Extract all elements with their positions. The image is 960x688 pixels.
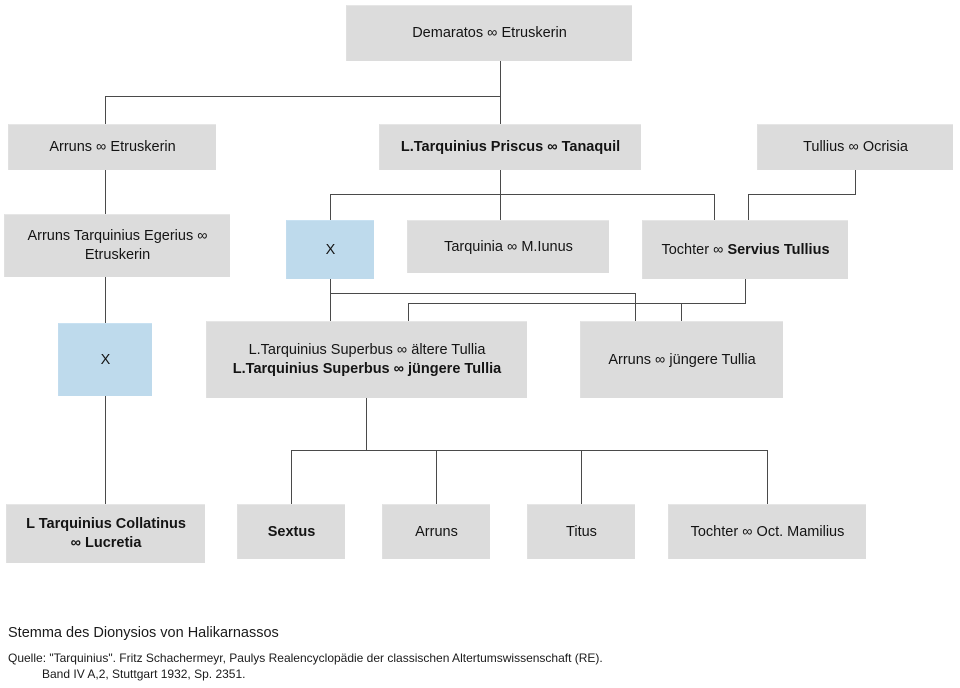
connector-demaratos-down bbox=[500, 61, 501, 96]
connector-to-tochter-servius bbox=[714, 194, 715, 220]
connector-to-priscus bbox=[500, 96, 501, 124]
connector-superbus-down bbox=[366, 398, 367, 450]
node-demaratos[interactable]: Demaratos ∞ Etruskerin bbox=[346, 5, 632, 61]
node-tullius-ocrisia-line-1: Tullius ∞ Ocrisia bbox=[803, 139, 908, 155]
connector-gen4-bus bbox=[291, 450, 768, 451]
node-priscus-tanaquil[interactable]: L.Tarquinius Priscus ∞ Tanaquil bbox=[379, 124, 641, 170]
node-sextus[interactable]: Sextus bbox=[237, 504, 345, 559]
node-arruns-tarquinius-egerius[interactable]: Arruns Tarquinius Egerius ∞ Etruskerin bbox=[4, 214, 230, 277]
connector-x-priscus-down bbox=[330, 279, 331, 294]
connector-tullius-across bbox=[748, 194, 856, 195]
connector-to-titus bbox=[581, 450, 582, 504]
connector-priscus-down bbox=[500, 170, 501, 194]
node-collatinus-lucretia[interactable]: L Tarquinius Collatinus ∞ Lucretia bbox=[6, 504, 205, 563]
connector-gen3-bus-lower bbox=[408, 303, 746, 304]
node-tochter-mamilius-line-1: Tochter ∞ Oct. Mamilius bbox=[690, 523, 845, 540]
node-priscus-tanaquil-line-1: L.Tarquinius Priscus ∞ Tanaquil bbox=[400, 139, 621, 155]
node-superbus-tullia-text: L.Tarquinius Superbus ∞ ältere Tullia L.… bbox=[207, 341, 527, 379]
node-collatinus-lucretia-line-1: L Tarquinius Collatinus bbox=[26, 516, 186, 532]
node-tochter-servius-text: Tochter ∞ Servius Tullius bbox=[643, 241, 848, 260]
node-tullius-ocrisia[interactable]: Tullius ∞ Ocrisia bbox=[757, 124, 953, 170]
connector-to-x-priscus-child bbox=[330, 194, 331, 220]
node-demaratos-line-1: Demaratos ∞ Etruskerin bbox=[412, 25, 567, 41]
node-superbus-tullia-line-1: L.Tarquinius Superbus ∞ ältere Tullia bbox=[248, 342, 486, 358]
connector-lower-bus-to-superbus bbox=[408, 303, 409, 321]
connector-gen3-bus-upper bbox=[330, 293, 636, 294]
node-x-egerius-child[interactable]: X bbox=[58, 323, 152, 396]
node-x-egerius-child-label: X bbox=[100, 351, 111, 368]
node-titus[interactable]: Titus bbox=[527, 504, 635, 559]
node-arruns-juengere-tullia-line-1: Arruns ∞ jüngere Tullia bbox=[608, 351, 756, 368]
node-tochter-servius-prefix: Tochter ∞ bbox=[661, 241, 728, 258]
node-arruns-juengere-tullia[interactable]: Arruns ∞ jüngere Tullia bbox=[580, 321, 783, 398]
connector-to-arruns-etruskerin bbox=[105, 96, 106, 124]
node-demaratos-text: Demaratos ∞ Etruskerin bbox=[347, 24, 632, 43]
caption-title-text: Stemma des Dionysios von Halikarnassos bbox=[8, 625, 279, 641]
connector-tochter-down bbox=[745, 279, 746, 303]
connector-to-tochter-mamilius bbox=[767, 450, 768, 504]
node-arruns-tarquinius-egerius-text: Arruns Tarquinius Egerius ∞ Etruskerin bbox=[5, 227, 230, 265]
connector-gen2-bus bbox=[330, 194, 714, 195]
node-tarquinia-iunus[interactable]: Tarquinia ∞ M.Iunus bbox=[407, 220, 609, 273]
connector-tullius-down bbox=[855, 170, 856, 194]
connector-to-tarquinia bbox=[500, 194, 501, 220]
node-tarquinia-iunus-line-1: Tarquinia ∞ M.Iunus bbox=[444, 238, 573, 255]
node-tullius-ocrisia-text: Tullius ∞ Ocrisia bbox=[758, 138, 953, 157]
node-egerius-line-1: Arruns Tarquinius Egerius ∞ bbox=[27, 228, 208, 244]
caption-source-line-2: Band IV A,2, Stuttgart 1932, Sp. 2351. bbox=[42, 667, 246, 681]
node-arruns-juengere-tullia-text: Arruns ∞ jüngere Tullia bbox=[581, 351, 783, 370]
node-sextus-line-1: Sextus bbox=[267, 523, 316, 540]
node-titus-line-1: Titus bbox=[566, 523, 597, 540]
connector-to-arruns-son bbox=[436, 450, 437, 504]
connector-x-priscus-to-superbus bbox=[330, 293, 331, 321]
connector-x-to-collatinus bbox=[105, 396, 106, 504]
node-arruns-son[interactable]: Arruns bbox=[382, 504, 490, 559]
node-tochter-servius-tullius[interactable]: Tochter ∞ Servius Tullius bbox=[642, 220, 848, 279]
node-priscus-tanaquil-text: L.Tarquinius Priscus ∞ Tanaquil bbox=[380, 138, 641, 157]
caption-title: Stemma des Dionysios von Halikarnassos bbox=[8, 625, 279, 641]
node-collatinus-lucretia-line-2: ∞ Lucretia bbox=[70, 535, 142, 551]
node-x-egerius-child-text: X bbox=[59, 351, 152, 370]
node-arruns-etruskerin-text: Arruns ∞ Etruskerin bbox=[9, 138, 216, 157]
connector-gen1-bus bbox=[105, 96, 501, 97]
connector-lower-bus-to-arruns-tullia bbox=[681, 303, 682, 321]
node-tarquinia-iunus-text: Tarquinia ∞ M.Iunus bbox=[408, 238, 609, 257]
connector-to-sextus bbox=[291, 450, 292, 504]
node-tochter-mamilius-text: Tochter ∞ Oct. Mamilius bbox=[669, 523, 866, 542]
connector-upper-bus-to-arruns-tullia bbox=[635, 293, 636, 321]
node-tochter-servius-bold-part: Servius Tullius bbox=[727, 241, 830, 258]
node-x-priscus-child[interactable]: X bbox=[286, 220, 374, 279]
node-tochter-servius-line-1: Tochter ∞ Servius Tullius bbox=[649, 241, 842, 260]
connector-tullius-to-tochter bbox=[748, 194, 749, 220]
node-x-priscus-child-label: X bbox=[325, 241, 336, 258]
connector-egerius-to-x bbox=[105, 277, 106, 323]
connector-arruns-to-egerius bbox=[105, 170, 106, 214]
node-egerius-line-2: Etruskerin bbox=[84, 247, 151, 263]
node-arruns-son-line-1: Arruns bbox=[415, 523, 458, 540]
node-collatinus-lucretia-text: L Tarquinius Collatinus ∞ Lucretia bbox=[7, 515, 205, 553]
node-arruns-etruskerin-line-1: Arruns ∞ Etruskerin bbox=[49, 139, 176, 155]
node-x-priscus-child-text: X bbox=[287, 241, 374, 260]
node-arruns-son-text: Arruns bbox=[383, 523, 490, 542]
node-superbus-tullia[interactable]: L.Tarquinius Superbus ∞ ältere Tullia L.… bbox=[206, 321, 527, 398]
node-titus-text: Titus bbox=[528, 523, 635, 542]
caption-source-line-1: Quelle: "Tarquinius". Fritz Schachermeyr… bbox=[8, 651, 603, 665]
node-superbus-tullia-line-2: L.Tarquinius Superbus ∞ jüngere Tullia bbox=[232, 361, 502, 377]
node-tochter-mamilius[interactable]: Tochter ∞ Oct. Mamilius bbox=[668, 504, 866, 559]
node-sextus-text: Sextus bbox=[238, 523, 345, 542]
node-arruns-etruskerin[interactable]: Arruns ∞ Etruskerin bbox=[8, 124, 216, 170]
caption-source: Quelle: "Tarquinius". Fritz Schachermeyr… bbox=[8, 650, 603, 682]
